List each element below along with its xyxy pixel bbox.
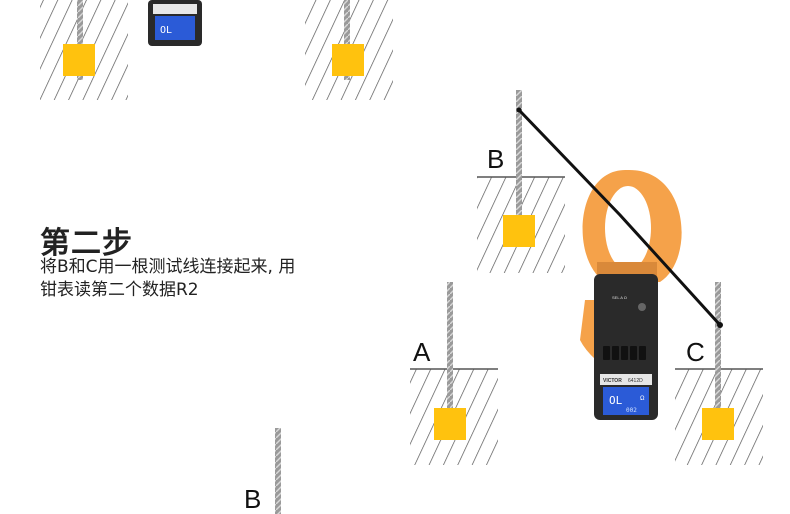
meter-brand: VICTOR (603, 378, 622, 384)
meter-model: 6412D (628, 378, 643, 384)
electrode-block (332, 44, 364, 76)
ground-block-top-left (40, 0, 128, 100)
svg-text:OL: OL (160, 25, 172, 36)
meter-buttons (603, 346, 646, 360)
electrode-block (63, 44, 95, 76)
ground-c: C (675, 282, 763, 465)
rebar-rod (77, 0, 83, 80)
rebar-rod (715, 282, 721, 432)
electrode-label-a: A (413, 337, 431, 367)
step-description-line-2: 钳表读第二个数据R2 (40, 280, 199, 300)
step-title: 第二步 (40, 226, 133, 261)
ground-b: B (477, 90, 565, 273)
clamp-meter: SEL A Ω VICTOR 6412D OL Ω 002 (580, 169, 682, 420)
step-description-line-1: 将B和C用一根测试线连接起来, 用 (40, 257, 296, 277)
step-description: 将B和C用一根测试线连接起来, 用 钳表读第二个数据R2 (40, 256, 370, 302)
rebar-rod (344, 0, 350, 80)
ground-b-bottom: B (244, 428, 281, 514)
rebar-rod (275, 428, 281, 514)
meter-label-strip (600, 374, 652, 385)
electrode-label-c: C (686, 337, 705, 367)
meter-display-unit: Ω (640, 396, 645, 402)
rebar-rod (447, 282, 453, 432)
meter-screen (603, 387, 649, 415)
clamp-opening (605, 186, 651, 270)
electrode-label-b: B (487, 144, 504, 174)
electrode-block (503, 215, 535, 247)
electrode-label-b-bottom: B (244, 484, 261, 514)
ground-a: A (410, 282, 498, 465)
meter-display-main: OL (609, 394, 623, 407)
ground-block-top-right (305, 0, 393, 100)
meter-top-partial: OL (148, 0, 202, 46)
rebar-rod (516, 90, 522, 240)
electrode-block (434, 408, 466, 440)
svg-text:SEL A Ω: SEL A Ω (612, 295, 627, 300)
meter-display-sub: 002 (626, 407, 637, 414)
electrode-block (702, 408, 734, 440)
test-lead-wire (517, 108, 722, 327)
